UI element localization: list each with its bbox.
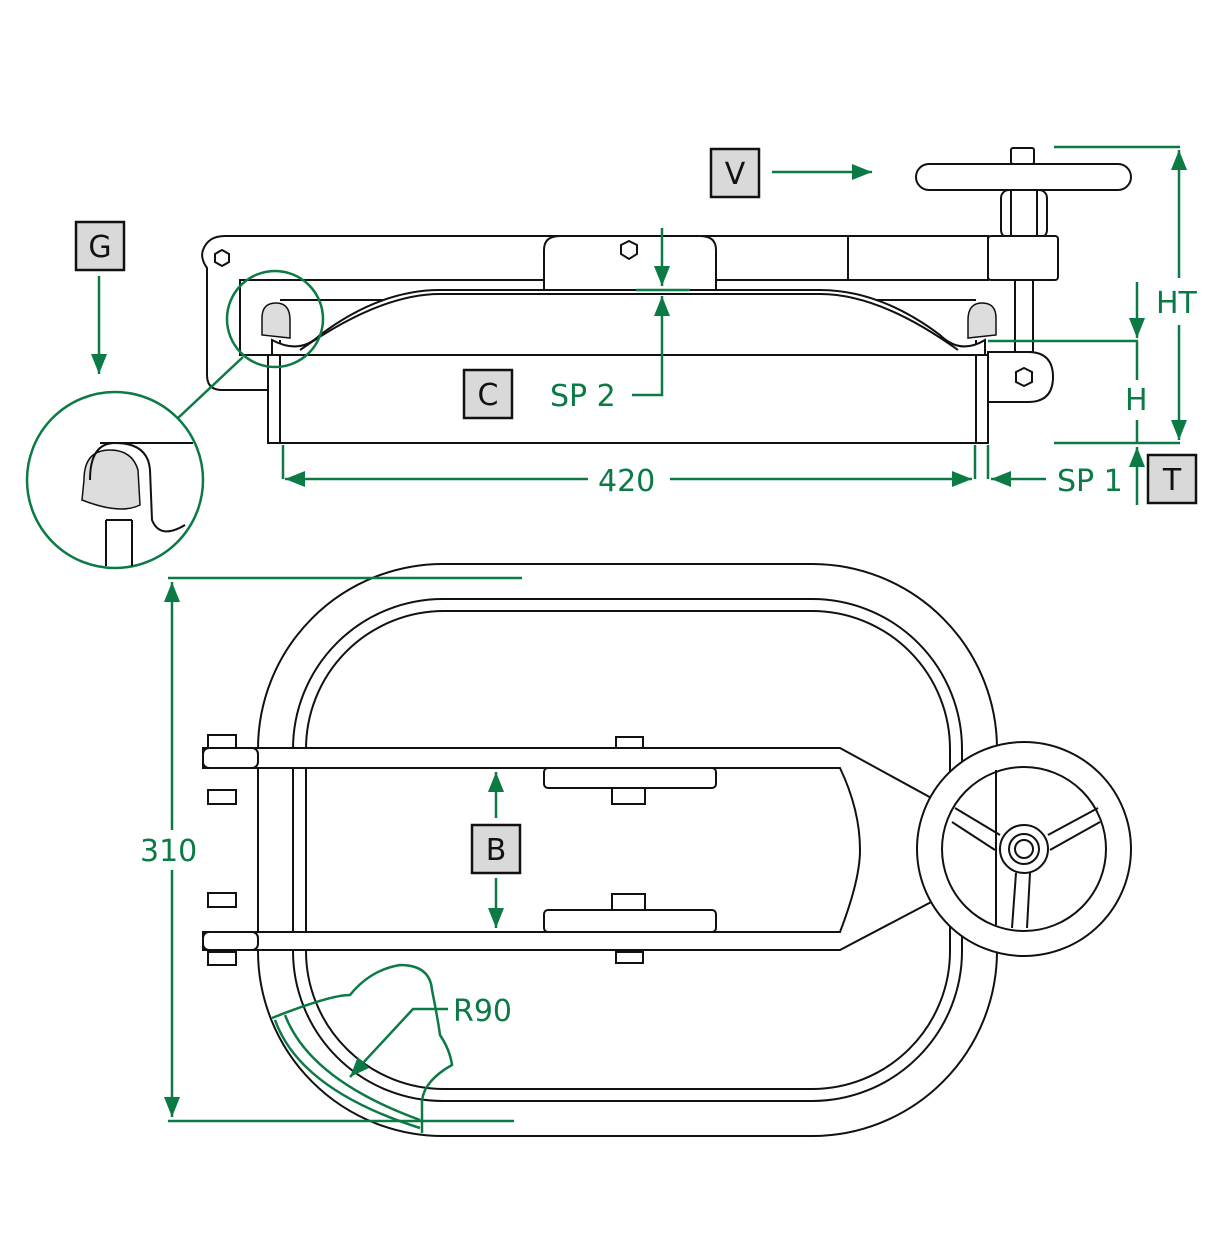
width-420-label: 420 [598,464,655,499]
plate-bottom [543,909,717,933]
label-g: G [74,220,126,272]
height-310-label: 310 [140,834,197,869]
dim-h-ht: HT H [988,145,1198,505]
clamp-arm [201,235,989,391]
gasket-right [967,302,997,339]
hex-nut-icon [620,239,638,261]
hinge-nut-icon [214,248,230,268]
label-b: B [470,823,522,875]
dim-sp2: SP 2 [550,228,690,414]
detail-circle-large [25,390,205,570]
handwheel[interactable] [916,741,1132,957]
lid-dome [271,289,986,356]
h-label: H [1125,383,1148,418]
stem-top [1010,147,1035,165]
detail-g [25,269,325,570]
r90-label: R90 [453,994,512,1029]
detail-circle-small [225,269,325,369]
label-v-text: V [725,157,746,192]
label-t: T [1146,453,1198,505]
label-v: V [709,147,761,199]
label-g-text: G [88,230,111,265]
label-b-text: B [486,833,507,868]
sp1-label: SP 1 [1057,464,1123,499]
clamp-block [987,235,1059,281]
plan-view [202,563,1132,1137]
ht-label: HT [1156,286,1198,321]
manhole-body [267,354,989,444]
gasket-left [261,302,291,339]
dim-310: 310 [140,576,522,1123]
wheel-nut [1000,189,1048,239]
hinge-bolts [207,734,646,966]
handwheel-bar[interactable] [915,163,1132,191]
plate-top [543,767,717,789]
dim-r90: R90 [271,963,512,1133]
dim-420: 420 SP 1 [281,445,1123,499]
lug-nut-icon [1015,366,1033,388]
label-c-text: C [478,378,499,413]
label-c: C [462,368,514,420]
side-view [201,147,1132,444]
inner-ring [305,610,951,1090]
sp2-label: SP 2 [550,379,616,414]
label-t-text: T [1162,463,1182,498]
center-boss [543,235,717,290]
